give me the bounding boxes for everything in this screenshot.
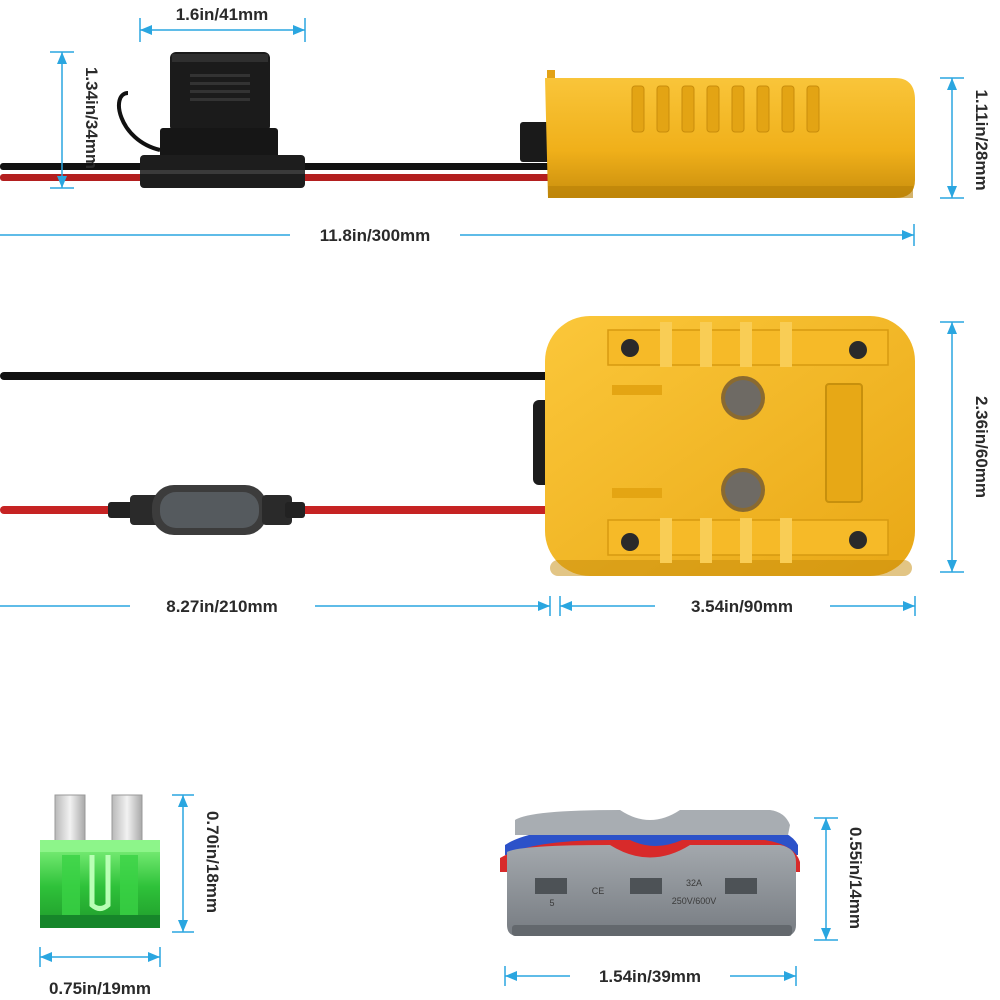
fuse-width-label: 0.75in/19mm	[49, 979, 151, 998]
side-view: 1.6in/41mm 1.34in/34mm 1.11in/28mm 1	[0, 4, 991, 246]
top-view: 2.36in/60mm 8.27in/210mm 3.54in/90mm	[0, 316, 991, 616]
dim-fuse-holder-height: 1.34in/34mm	[50, 51, 101, 189]
rating-voltage: 250V/600V	[672, 896, 717, 906]
connector-height-label: 0.55in/14mm	[846, 827, 865, 929]
inline-fuse-connector	[108, 485, 305, 535]
wire-connector: CE 32A 250V/600V 5	[500, 810, 800, 936]
total-length-label: 11.8in/300mm	[320, 226, 431, 245]
adapter-width-label: 2.36in/60mm	[972, 396, 991, 498]
dim-adapter-width: 2.36in/60mm	[940, 321, 991, 573]
cable-length-label: 8.27in/210mm	[166, 597, 278, 616]
fuse-height-label: 0.70in/18mm	[203, 811, 222, 913]
black-cable-top	[0, 372, 552, 380]
dim-connector-width: 1.54in/39mm	[504, 966, 797, 986]
rating-current: 32A	[686, 878, 702, 888]
fuse-holder-height-label: 1.34in/34mm	[82, 67, 101, 169]
dim-fuse-height: 0.70in/18mm	[172, 794, 222, 933]
blade-fuse	[40, 794, 160, 928]
red-cable-top	[0, 506, 552, 514]
adapter-height-label: 1.11in/28mm	[972, 89, 991, 190]
fuse-holder-width-label: 1.6in/41mm	[176, 5, 269, 24]
adapter-length-label: 3.54in/90mm	[691, 597, 793, 616]
dim-fuse-holder-width: 1.6in/41mm	[139, 4, 306, 42]
dim-adapter-length: 3.54in/90mm	[559, 596, 916, 616]
dim-connector-height: 0.55in/14mm	[814, 817, 865, 941]
connector-width-label: 1.54in/39mm	[599, 967, 701, 986]
ce-marking: CE	[592, 886, 605, 896]
dim-cable-length: 8.27in/210mm	[0, 596, 551, 616]
dim-fuse-width: 0.75in/19mm	[39, 947, 161, 998]
dim-adapter-height: 1.11in/28mm	[940, 77, 991, 199]
dim-total-length: 11.8in/300mm	[0, 224, 915, 246]
small-mark: 5	[549, 898, 554, 908]
fuse-holder	[117, 52, 305, 188]
adapter-side-view	[520, 70, 915, 198]
adapter-top-view	[545, 316, 915, 576]
